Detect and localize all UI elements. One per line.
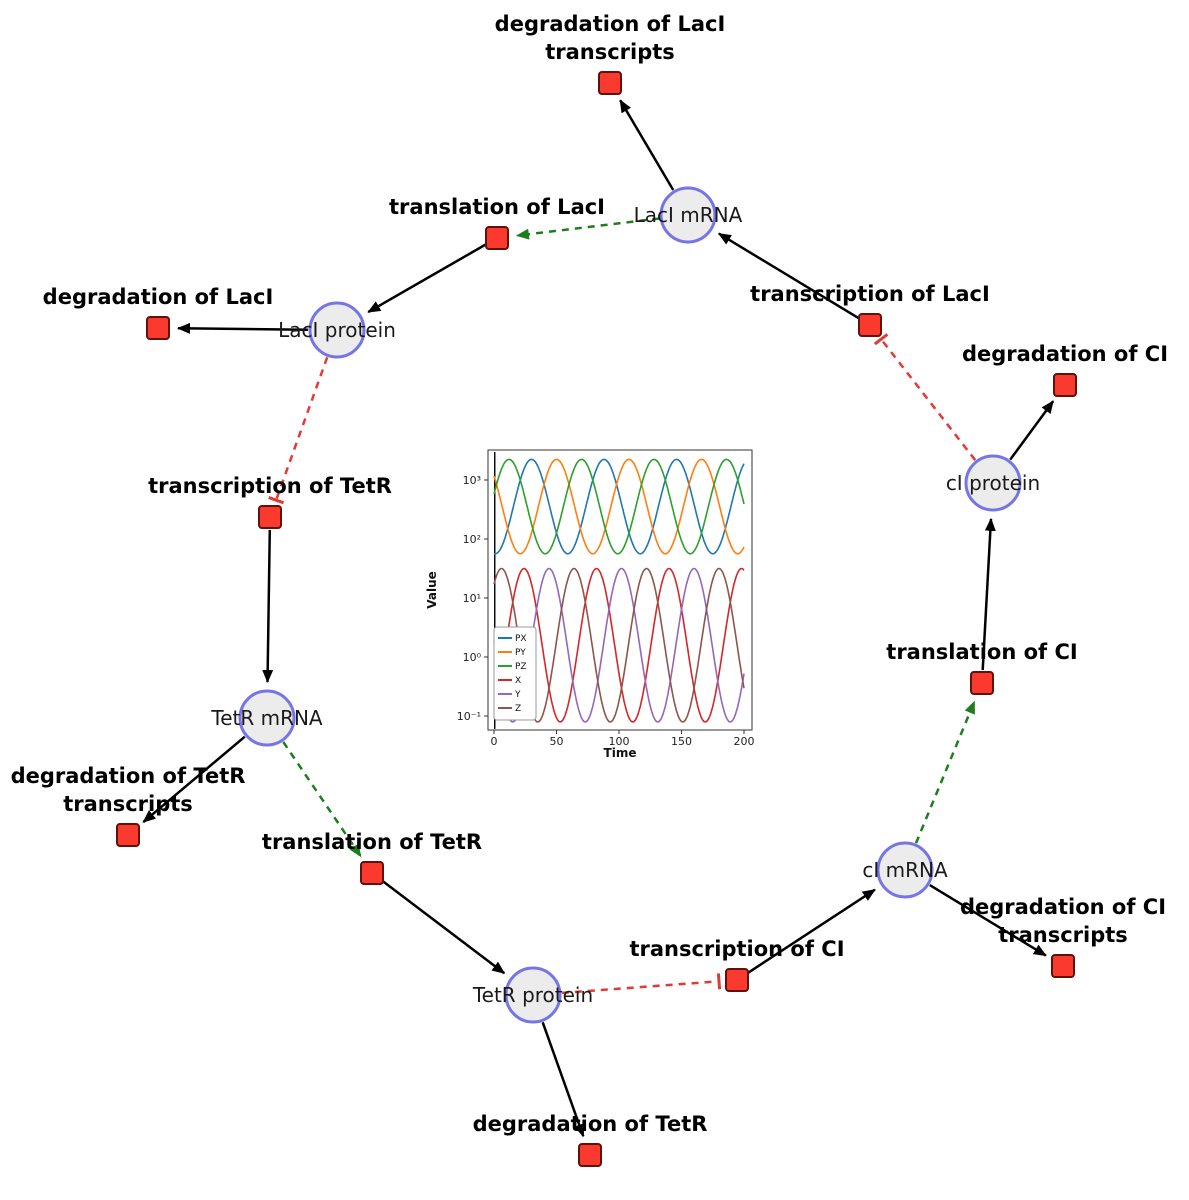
x-tick-label: 150: [671, 735, 692, 748]
reaction-label-deg-tetr-tx-line1: degradation of TetR: [11, 764, 246, 788]
chart-legend-box: [493, 626, 537, 721]
x-tick-label: 50: [550, 735, 564, 748]
edge-laci-protein-deg-laci-consumption: [177, 322, 309, 334]
edge-laci-mrna-tl-laci-modifier: [515, 217, 660, 240]
series-line-PX: [493, 458, 745, 555]
reaction-node-tl-ci: [970, 671, 994, 695]
x-tick-label: 200: [734, 735, 755, 748]
species-label-laci-mrna: LacI mRNA: [634, 203, 743, 227]
reaction-label-tc-tetr: transcription of TetR: [148, 474, 392, 498]
y-tick-label: 10⁰: [463, 651, 482, 664]
species-label-laci-protein: LacI protein: [278, 318, 396, 342]
reaction-node-tc-ci: [725, 968, 749, 992]
reaction-label-deg-ci-tx-line1: degradation of CI: [960, 895, 1166, 919]
legend-label-PX: PX: [515, 634, 527, 644]
reaction-label-tc-ci: transcription of CI: [629, 937, 844, 961]
edge-tetr-mrna-deg-tetr-tx-consumption: [142, 735, 246, 824]
series-line-PZ: [493, 458, 745, 555]
reaction-label-tl-tetr: translation of TetR: [262, 830, 482, 854]
y-tick-label: 10⁻¹: [457, 710, 481, 723]
edge-tl-ci-ci-protein-production: [981, 517, 996, 671]
inset-chart: 0 50 100 150 200 10⁻¹ 10⁰ 10¹ 10² 10³ PX PY PZ XYZ: [457, 449, 755, 748]
legend-label-Z: Z: [515, 704, 521, 714]
species-node-laci-mrna: [659, 186, 717, 244]
species-node-ci-protein: [964, 454, 1022, 512]
species-label-ci-protein: cI protein: [946, 471, 1040, 495]
reaction-label-deg-ci-tx-line2: transcripts: [998, 923, 1128, 947]
reaction-node-tc-laci: [858, 313, 882, 337]
x-tick-label: 0: [491, 735, 498, 748]
species-node-ci-mrna: [876, 841, 934, 899]
edge-tc-laci-laci-mrna-production: [717, 232, 860, 320]
species-label-tetr-protein: TetR protein: [472, 983, 593, 1007]
reaction-label-tl-ci: translation of CI: [886, 640, 1077, 664]
reaction-label-deg-ci: degradation of CI: [962, 342, 1168, 366]
legend-label-PY: PY: [515, 648, 526, 658]
series-line-PY: [493, 458, 745, 555]
species-node-tetr-mrna: [238, 689, 296, 747]
legend-label-Y: Y: [514, 690, 521, 700]
reaction-node-tc-tetr: [258, 505, 282, 529]
y-tick-label: 10²: [463, 533, 481, 546]
edge-tc-tetr-tetr-mrna-production: [262, 529, 274, 683]
y-tick-label: 10³: [463, 474, 481, 487]
node-layer: [116, 71, 1077, 1167]
edge-tc-ci-ci-mrna-production: [747, 888, 876, 974]
edge-layer: [142, 99, 1055, 1138]
reaction-label-deg-laci-tx-line1: degradation of LacI: [495, 12, 726, 36]
edge-laci-mrna-deg-laci-tx-consumption: [619, 99, 675, 191]
reaction-node-deg-ci-tx: [1051, 954, 1075, 978]
species-node-laci-protein: [308, 301, 366, 359]
reaction-node-deg-tetr: [578, 1143, 602, 1167]
y-tick-label: 10¹: [463, 592, 481, 605]
reaction-node-deg-tetr-tx: [116, 823, 140, 847]
x-tick-label: 100: [609, 735, 630, 748]
reaction-label-tl-laci: translation of LacI: [389, 195, 605, 219]
species-node-tetr-protein: [504, 966, 562, 1024]
reaction-label-deg-laci: degradation of LacI: [43, 285, 274, 309]
species-label-ci-mrna: cI mRNA: [862, 858, 948, 882]
species-label-tetr-mrna: TetR mRNA: [210, 706, 323, 730]
edge-ci-protein-deg-ci-consumption: [1009, 400, 1055, 461]
reaction-node-deg-laci-tx: [598, 71, 622, 95]
edge-tetr-protein-deg-tetr-consumption: [541, 1021, 585, 1138]
edge-ci-mrna-deg-ci-tx-consumption: [929, 884, 1047, 957]
edge-ci-mrna-tl-ci-modifier: [914, 700, 976, 844]
series-line-X: [493, 567, 745, 723]
reaction-label-tc-laci: transcription of LacI: [750, 282, 990, 306]
edge-tetr-protein-tc-ci-inhibition: [561, 973, 722, 995]
reaction-node-tl-tetr: [360, 861, 384, 885]
edge-tl-laci-laci-protein-production: [367, 243, 487, 314]
chart-x-axis-label: Time: [604, 746, 637, 760]
reaction-label-deg-laci-tx-line2: transcripts: [545, 40, 675, 64]
reaction-node-deg-laci: [146, 316, 170, 340]
edge-tl-tetr-tetr-protein-production: [381, 879, 506, 975]
reaction-node-deg-ci: [1053, 373, 1077, 397]
legend-label-X: X: [515, 676, 521, 686]
series-line-Z: [493, 567, 745, 723]
reaction-label-deg-tetr: degradation of TetR: [473, 1112, 708, 1136]
series-line-Y: [493, 567, 745, 723]
legend-label-PZ: PZ: [515, 662, 527, 672]
chart-y-axis-label: Value: [425, 571, 439, 609]
reaction-node-tl-laci: [485, 226, 509, 250]
reaction-label-deg-tetr-tx-line2: transcripts: [63, 792, 193, 816]
label-layer: degradation of LacI transcripts translatio…: [11, 12, 1168, 1136]
edge-tetr-mrna-tl-tetr-modifier: [282, 741, 362, 858]
